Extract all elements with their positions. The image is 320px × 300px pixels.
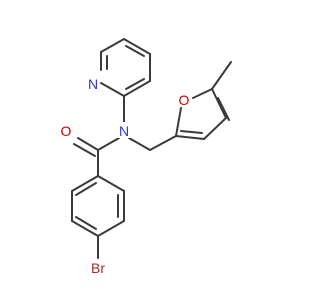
atom-o-furan: O bbox=[179, 92, 190, 108]
bond bbox=[123, 38, 151, 55]
bond bbox=[192, 88, 213, 99]
bond bbox=[175, 107, 182, 137]
atom-labels: N N O O Br bbox=[61, 76, 192, 276]
bond bbox=[71, 220, 99, 237]
molecule-structure: N N O O Br bbox=[61, 38, 232, 276]
bond bbox=[97, 220, 125, 237]
bond bbox=[149, 135, 177, 151]
label-bg bbox=[116, 122, 132, 138]
bond-double bbox=[125, 45, 145, 57]
bond bbox=[100, 38, 125, 53]
bond bbox=[100, 82, 125, 97]
bond-double bbox=[75, 182, 97, 196]
bond-double bbox=[73, 143, 96, 157]
bonds bbox=[71, 38, 232, 259]
atom-br: Br bbox=[91, 260, 105, 276]
atom-n-amide: N bbox=[119, 123, 129, 139]
bond-double bbox=[75, 216, 97, 230]
bond bbox=[128, 137, 151, 151]
bond bbox=[175, 135, 205, 140]
bond bbox=[71, 175, 99, 192]
bond-double bbox=[217, 97, 230, 121]
bond bbox=[203, 117, 227, 140]
bond-double bbox=[180, 130, 203, 134]
atom-n-pyridine: N bbox=[88, 76, 98, 92]
bond bbox=[77, 137, 99, 151]
bond bbox=[211, 88, 227, 119]
bond bbox=[211, 61, 232, 90]
bond-double bbox=[125, 78, 145, 90]
bond bbox=[97, 137, 120, 151]
bond bbox=[97, 175, 125, 192]
bond bbox=[123, 80, 151, 97]
label-bg bbox=[176, 91, 192, 107]
atom-o-carbonyl: O bbox=[61, 123, 72, 139]
